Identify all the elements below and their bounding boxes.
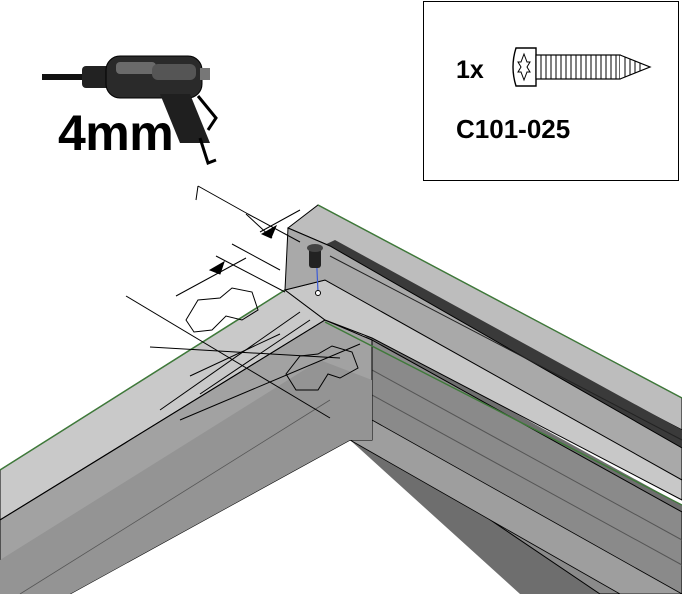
power-drill-icon — [42, 55, 218, 165]
part-quantity: 1x — [456, 56, 484, 84]
top-rail-side — [284, 227, 682, 481]
dimension-lines — [175, 185, 301, 297]
drill-bit-size-label: 4mm — [58, 105, 174, 161]
screw-in-place-icon — [307, 244, 323, 296]
parts-callout-box: 1x C101-025 — [423, 1, 679, 181]
part-number: C101-025 — [456, 114, 571, 144]
frame-left-lower-face — [0, 360, 372, 594]
centerline-marks — [125, 287, 361, 421]
pan-head-self-tapping-screw-icon — [512, 47, 652, 87]
